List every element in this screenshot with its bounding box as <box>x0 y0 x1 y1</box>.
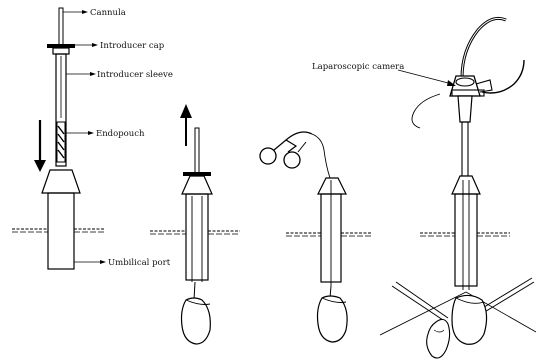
umbilical-port-label: Umbilical port <box>108 258 171 268</box>
laparoscopic-camera-label: Laparoscopic camera <box>312 62 404 72</box>
panel-1-assembled-introducer <box>12 8 104 269</box>
panel-3-grasper-inserted <box>260 132 372 342</box>
introducer-cap-label: Introducer cap <box>100 41 165 51</box>
panel-2-cannula-withdrawn <box>150 104 240 344</box>
camera-leader-line <box>398 70 452 84</box>
cannula-label: Cannula <box>90 8 126 18</box>
endopouch-label: Endopouch <box>96 129 145 139</box>
introducer-sleeve-label: Introducer sleeve <box>97 70 173 80</box>
